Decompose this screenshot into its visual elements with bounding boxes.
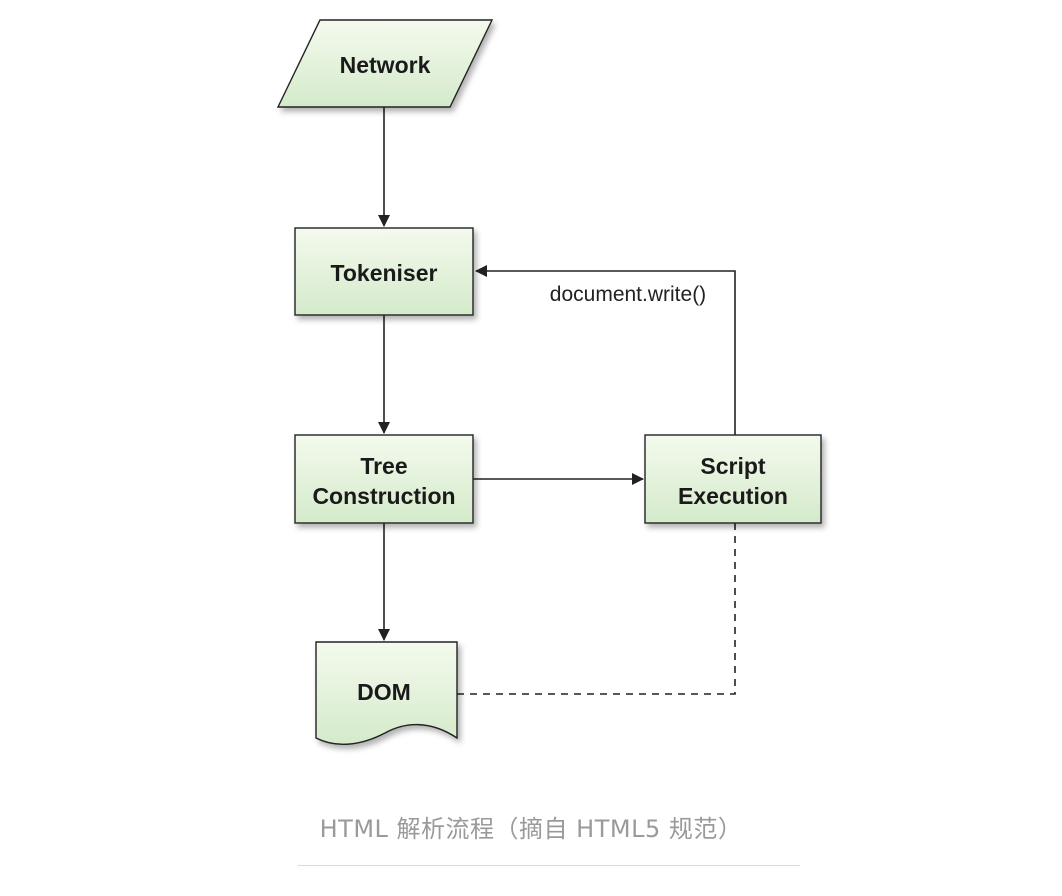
edge-script-to-dom-dashed xyxy=(457,523,736,695)
node-script-execution: Script Execution xyxy=(644,434,822,524)
node-script-label-line1: Script xyxy=(700,453,766,479)
node-network: Network xyxy=(276,19,494,108)
caption-divider xyxy=(298,865,800,866)
node-script-label-line2: Execution xyxy=(678,483,788,509)
edge-document-write-label: document.write() xyxy=(550,283,706,306)
node-tree-label-line1: Tree xyxy=(360,453,407,479)
node-tokeniser: Tokeniser xyxy=(294,227,474,316)
node-dom-label: DOM xyxy=(357,679,411,705)
figure-caption: HTML 解析流程（摘自 HTML5 规范） xyxy=(319,815,743,843)
edge-script-to-tokeniser xyxy=(475,265,736,435)
node-tree-construction: Tree Construction xyxy=(294,434,474,524)
node-dom: DOM xyxy=(315,641,458,746)
node-tokeniser-label: Tokeniser xyxy=(331,260,438,286)
node-tree-label-line2: Construction xyxy=(312,483,455,509)
node-network-label: Network xyxy=(340,52,431,78)
